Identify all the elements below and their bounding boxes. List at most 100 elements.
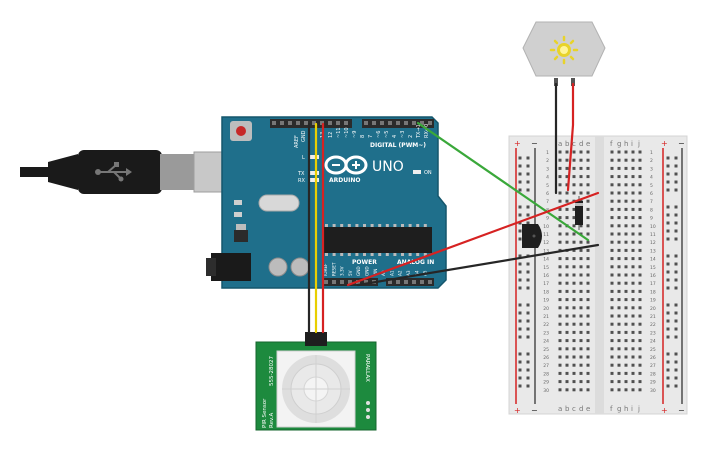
breadboard-hole[interactable] — [586, 183, 590, 187]
header-pin[interactable] — [388, 121, 392, 125]
breadboard-hole[interactable] — [572, 248, 576, 252]
rail-hole[interactable] — [666, 303, 670, 307]
breadboard-hole[interactable] — [631, 216, 635, 220]
rail-hole[interactable] — [518, 352, 522, 356]
breadboard-hole[interactable] — [586, 240, 590, 244]
breadboard-hole[interactable] — [558, 199, 562, 203]
header-pin[interactable] — [272, 121, 276, 125]
breadboard-hole[interactable] — [565, 150, 569, 154]
breadboard-hole[interactable] — [579, 314, 583, 318]
breadboard-hole[interactable] — [579, 371, 583, 375]
rail-hole[interactable] — [666, 254, 670, 258]
rail-hole[interactable] — [674, 229, 678, 233]
breadboard-hole[interactable] — [638, 273, 642, 277]
rail-hole[interactable] — [674, 164, 678, 168]
breadboard-hole[interactable] — [572, 322, 576, 326]
header-pin[interactable] — [412, 121, 416, 125]
breadboard-hole[interactable] — [565, 257, 569, 261]
breadboard-hole[interactable] — [610, 257, 614, 261]
rail-hole[interactable] — [674, 254, 678, 258]
breadboard-hole[interactable] — [610, 248, 614, 252]
breadboard-hole[interactable] — [617, 298, 621, 302]
breadboard-hole[interactable] — [631, 306, 635, 310]
header-pin[interactable] — [348, 280, 352, 284]
breadboard-hole[interactable] — [624, 371, 628, 375]
breadboard-hole[interactable] — [586, 232, 590, 236]
breadboard-hole[interactable] — [610, 175, 614, 179]
header-pin[interactable] — [320, 121, 324, 125]
rail-hole[interactable] — [518, 254, 522, 258]
breadboard-hole[interactable] — [624, 339, 628, 343]
breadboard-hole[interactable] — [610, 314, 614, 318]
breadboard-hole[interactable] — [572, 224, 576, 228]
breadboard-hole[interactable] — [624, 388, 628, 392]
breadboard-hole[interactable] — [579, 281, 583, 285]
rail-hole[interactable] — [674, 335, 678, 339]
breadboard-hole[interactable] — [572, 207, 576, 211]
breadboard-hole[interactable] — [638, 248, 642, 252]
rail-hole[interactable] — [674, 156, 678, 160]
breadboard-hole[interactable] — [586, 355, 590, 359]
breadboard-hole[interactable] — [579, 191, 583, 195]
rail-hole[interactable] — [518, 164, 522, 168]
breadboard-hole[interactable] — [610, 339, 614, 343]
breadboard-hole[interactable] — [631, 232, 635, 236]
breadboard-hole[interactable] — [579, 158, 583, 162]
breadboard-hole[interactable] — [610, 183, 614, 187]
breadboard-hole[interactable] — [638, 380, 642, 384]
rail-hole[interactable] — [518, 311, 522, 315]
breadboard-hole[interactable] — [610, 240, 614, 244]
rail-hole[interactable] — [518, 172, 522, 176]
breadboard-hole[interactable] — [631, 224, 635, 228]
wire-gnd-to-breadboard[interactable] — [356, 243, 600, 287]
breadboard-hole[interactable] — [558, 175, 562, 179]
rail-hole[interactable] — [526, 188, 530, 192]
breadboard-hole[interactable] — [586, 224, 590, 228]
rail-hole[interactable] — [674, 360, 678, 364]
breadboard-hole[interactable] — [579, 175, 583, 179]
breadboard-hole[interactable] — [586, 248, 590, 252]
breadboard-hole[interactable] — [579, 339, 583, 343]
rail-hole[interactable] — [518, 237, 522, 241]
rail-hole[interactable] — [666, 286, 670, 290]
breadboard-hole[interactable] — [572, 355, 576, 359]
breadboard-hole[interactable] — [610, 207, 614, 211]
breadboard-hole[interactable] — [579, 240, 583, 244]
breadboard-hole[interactable] — [572, 380, 576, 384]
breadboard-hole[interactable] — [565, 175, 569, 179]
rail-hole[interactable] — [526, 376, 530, 380]
breadboard-hole[interactable] — [638, 191, 642, 195]
header-pin[interactable] — [344, 121, 348, 125]
breadboard-hole[interactable] — [617, 240, 621, 244]
breadboard-hole[interactable] — [631, 199, 635, 203]
rail-hole[interactable] — [666, 164, 670, 168]
breadboard-hole[interactable] — [610, 199, 614, 203]
breadboard-hole[interactable] — [638, 199, 642, 203]
breadboard-hole[interactable] — [631, 183, 635, 187]
rail-hole[interactable] — [518, 213, 522, 217]
rail-hole[interactable] — [526, 319, 530, 323]
pir-sensor[interactable]: PIR Sensor Rev.A 555-28027 PARALLAX — [255, 332, 377, 431]
rail-hole[interactable] — [666, 213, 670, 217]
breadboard-hole[interactable] — [617, 281, 621, 285]
breadboard-hole[interactable] — [572, 347, 576, 351]
rail-hole[interactable] — [518, 205, 522, 209]
breadboard-hole[interactable] — [579, 330, 583, 334]
breadboard-hole[interactable] — [565, 158, 569, 162]
breadboard-hole[interactable] — [565, 347, 569, 351]
rail-hole[interactable] — [666, 172, 670, 176]
breadboard-hole[interactable] — [586, 363, 590, 367]
header-pin[interactable] — [396, 121, 400, 125]
breadboard-hole[interactable] — [638, 265, 642, 269]
reset-button-cap[interactable] — [236, 126, 246, 136]
header-pin[interactable] — [404, 121, 408, 125]
breadboard-hole[interactable] — [558, 388, 562, 392]
header-pin[interactable] — [364, 280, 368, 284]
breadboard-hole[interactable] — [572, 175, 576, 179]
header-pin[interactable] — [328, 121, 332, 125]
breadboard-hole[interactable] — [624, 248, 628, 252]
header-pin[interactable] — [404, 280, 408, 284]
breadboard-hole[interactable] — [624, 273, 628, 277]
breadboard-hole[interactable] — [631, 363, 635, 367]
